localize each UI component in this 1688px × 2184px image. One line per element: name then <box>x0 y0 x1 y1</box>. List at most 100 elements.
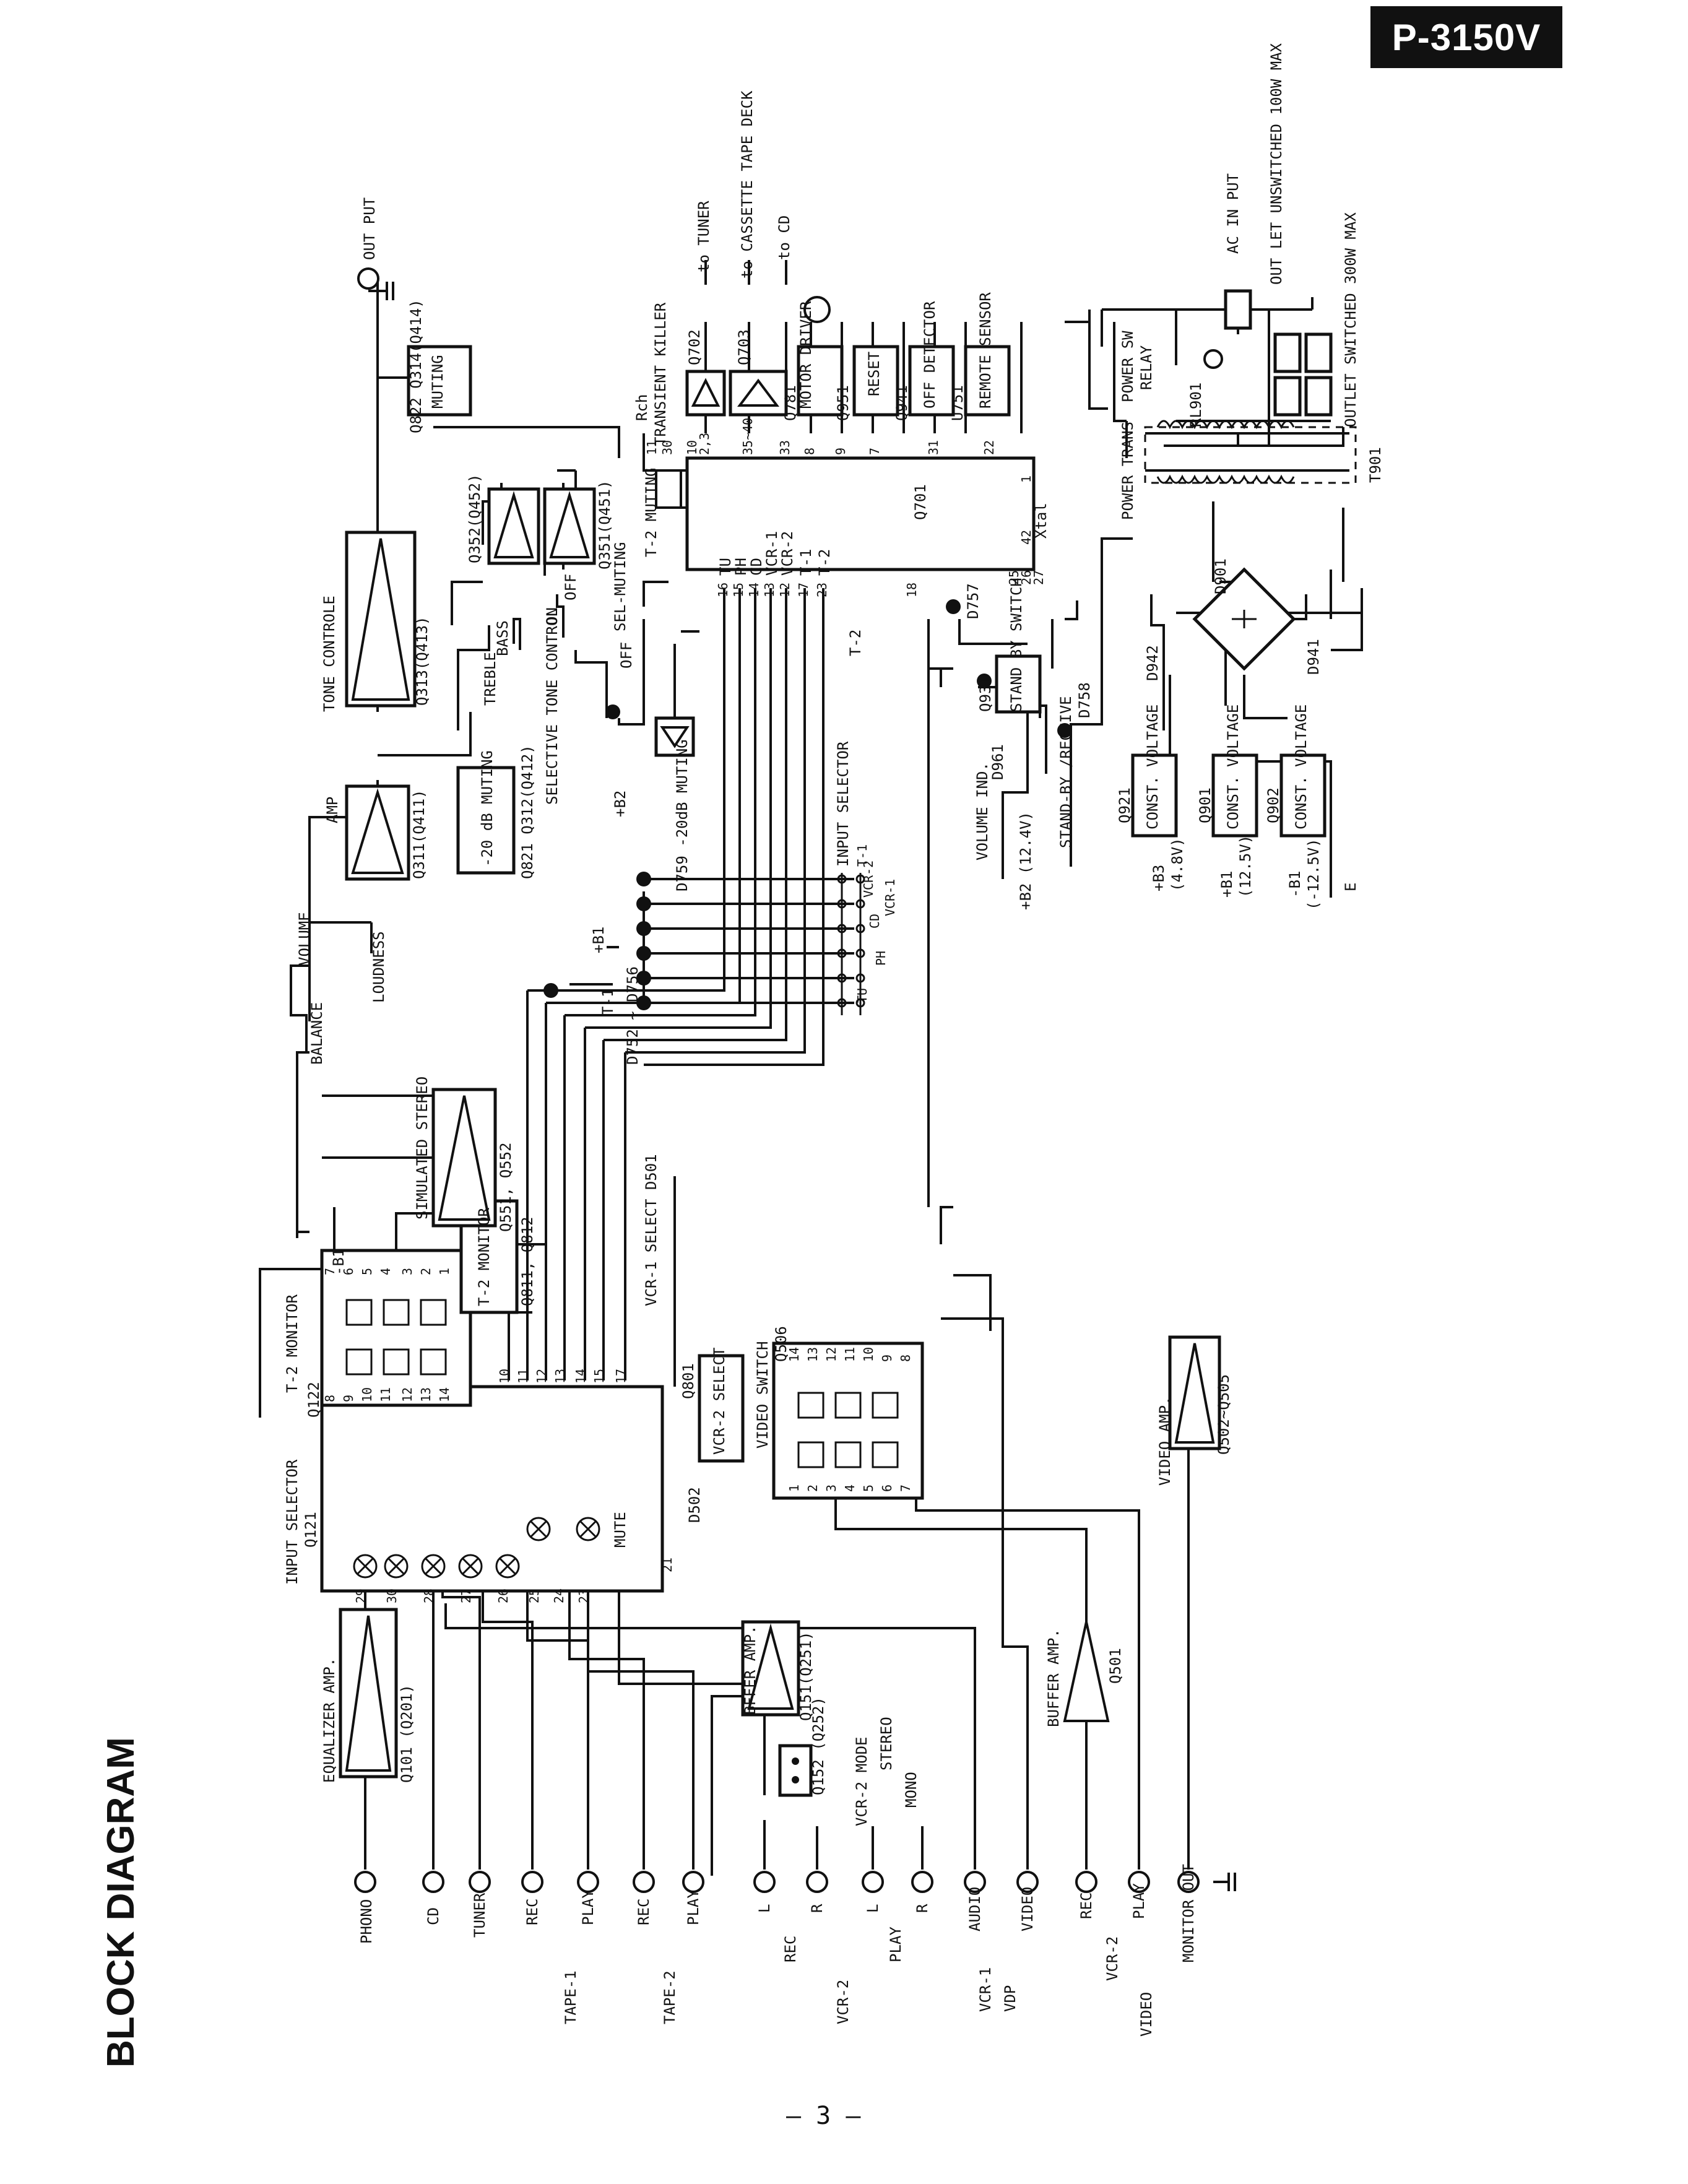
power-transformer <box>1144 420 1357 484</box>
label-tape1-rec: REC <box>524 1899 541 1925</box>
mcu-pin-31: 31 <box>926 440 941 455</box>
mcu-pin-42: 42 <box>1019 530 1034 545</box>
jack-cd[interactable] <box>422 1871 444 1893</box>
mcu-pin-ph: PH <box>732 558 750 576</box>
label-vcr1-select: VCR-1 SELECT D501 <box>643 1154 660 1306</box>
label-tuner: TUNER <box>471 1892 488 1938</box>
label-d752: D752 ~ D756 <box>624 966 641 1065</box>
jack-tape1-rec[interactable] <box>521 1871 543 1893</box>
label-muting-20db: -20 dB MUTING <box>478 750 496 867</box>
label-muting-20db-ref: Q821 Q312(Q412) <box>519 745 536 879</box>
label-off-detector-ref: Q941 <box>893 385 911 421</box>
ic-pin-30: 30 <box>384 1588 399 1603</box>
mcu-pin-33: 33 <box>777 440 792 455</box>
mcu-pin-18: 18 <box>904 583 919 597</box>
mcu-pin-25: 25 <box>1006 570 1021 585</box>
mcu-pin-cd: CD <box>748 558 765 576</box>
input-selector-switch[interactable] <box>837 873 865 1015</box>
label-video-switch: VIDEO SWITCH <box>754 1341 771 1449</box>
t2-monitor-ic-block <box>320 1249 472 1407</box>
label-off-2: OFF <box>618 642 635 669</box>
label-t2-monitor-ref: Q811, Q812 <box>519 1217 536 1307</box>
ic-pin-17: 17 <box>613 1369 628 1384</box>
label-off-detector: OFF DETECTOR <box>921 301 938 409</box>
label-on: ON <box>543 607 561 625</box>
motor-driver-block <box>797 296 844 417</box>
label-vcr2-l: L <box>756 1904 773 1913</box>
jack-vcr1-video[interactable] <box>1016 1871 1039 1893</box>
jack-vcr2-video-play[interactable] <box>1128 1871 1150 1893</box>
q506-pin-2: 2 <box>805 1484 820 1492</box>
q506-pin-12: 12 <box>824 1347 839 1362</box>
jack-output[interactable] <box>357 267 379 290</box>
ic-pin-14: 14 <box>573 1369 588 1384</box>
jack-monitor-out[interactable] <box>1177 1871 1200 1893</box>
label-amp: AMP <box>324 797 341 823</box>
label-vcr2-select: VCR-2 SELECT <box>711 1348 728 1455</box>
label-ac-input: AC IN PUT <box>1224 173 1242 254</box>
jack-tape2-play[interactable] <box>682 1871 704 1893</box>
q506-pin-5: 5 <box>861 1484 876 1492</box>
label-input-selector-sw: INPUT SELECTOR <box>834 741 852 867</box>
sw-vcr1: VCR-1 <box>883 879 898 916</box>
labels: PHONO CD TUNER REC PLAY REC PLAY L R L R… <box>283 43 1384 2037</box>
mcu-pin-vcr1: VCR-1 <box>763 531 781 576</box>
jack-vcr1-audio[interactable] <box>964 1871 986 1893</box>
jack-phono[interactable] <box>354 1871 376 1893</box>
q122-pin-6: 6 <box>341 1268 356 1275</box>
jack-vcr2-rec-r[interactable] <box>806 1871 828 1893</box>
mcu-pin-23: 23 <box>815 583 829 597</box>
label-outlet-switched: OUTLET SWITCHED 300W MAX <box>1342 212 1359 427</box>
label-d757: D757 <box>964 583 982 619</box>
jack-vcr2-play-r[interactable] <box>911 1871 933 1893</box>
mcu-pin-vcr2: VCR-2 <box>779 531 796 576</box>
label-input-selector: INPUT SELECTOR <box>283 1459 301 1585</box>
ic-pin-12: 12 <box>534 1369 549 1384</box>
jack-tape2-rec[interactable] <box>633 1871 655 1893</box>
q122-pin-5: 5 <box>360 1268 374 1275</box>
const-voltage-2 <box>1211 753 1258 838</box>
q351-block <box>543 487 596 565</box>
label-muting: MUTING <box>429 355 446 409</box>
jack-tape1-play[interactable] <box>577 1871 599 1893</box>
q122-pin-8: 8 <box>322 1395 337 1402</box>
remote-sensor-block <box>964 345 1011 417</box>
label-tone-ref: Q313(Q413) <box>413 617 431 706</box>
ic-pin-13: 13 <box>553 1369 568 1384</box>
label-const3: CONST. VOLTAGE <box>1292 704 1310 830</box>
label-xtal: Xtal <box>1032 503 1050 539</box>
label-d502: D502 <box>686 1487 703 1523</box>
label-buffer-amp: BFFER AMP. <box>742 1626 759 1715</box>
label-to-cassette: to CASSETTE TAPE DECK <box>738 90 756 279</box>
jack-vcr2-rec-l[interactable] <box>753 1871 776 1893</box>
label-const2-volt: (12.5V) <box>1237 835 1254 898</box>
q122-pin-3: 3 <box>400 1268 415 1275</box>
group-rec: REC <box>782 1936 799 1962</box>
label-audio: AUDIO <box>966 1887 984 1931</box>
model-badge: P-3150V <box>1370 6 1562 68</box>
label-q702: Q702 <box>686 329 703 365</box>
jack-vcr2-play-l[interactable] <box>862 1871 884 1893</box>
q506-pin-7: 7 <box>898 1484 913 1492</box>
q506-pin-11: 11 <box>842 1347 857 1362</box>
ic-pin-29: 29 <box>353 1588 368 1603</box>
label-rch: Rch <box>633 394 651 421</box>
label-video: VIDEO <box>1019 1887 1036 1931</box>
label-video-amp-ref: Q502~Q505 <box>1215 1374 1232 1455</box>
label-const3-volt: (-12.5V) <box>1305 838 1322 910</box>
group-vcr1: VCR-1 <box>977 1967 994 2012</box>
label-mono: MONO <box>902 1772 920 1808</box>
q506-pin-9: 9 <box>880 1354 894 1362</box>
label-transient-killer: TRANSIENT KILLER <box>652 302 669 446</box>
jack-vcr2-video-rec[interactable] <box>1075 1871 1097 1893</box>
label-const1: CONST. VOLTAGE <box>1144 704 1161 830</box>
mcu-pin-tu: TU <box>717 558 734 576</box>
q122-pin-9: 9 <box>341 1395 356 1402</box>
jack-tuner[interactable] <box>469 1871 491 1893</box>
q506-pin-14: 14 <box>787 1347 802 1362</box>
label-output: OUT PUT <box>361 197 378 260</box>
q122-pin-12: 12 <box>400 1387 415 1402</box>
label-equalizer-ref: Q101 (Q201) <box>398 1684 415 1783</box>
label-vcr2-mode: VCR-2 MODE <box>853 1737 870 1827</box>
outlets <box>1203 289 1333 417</box>
